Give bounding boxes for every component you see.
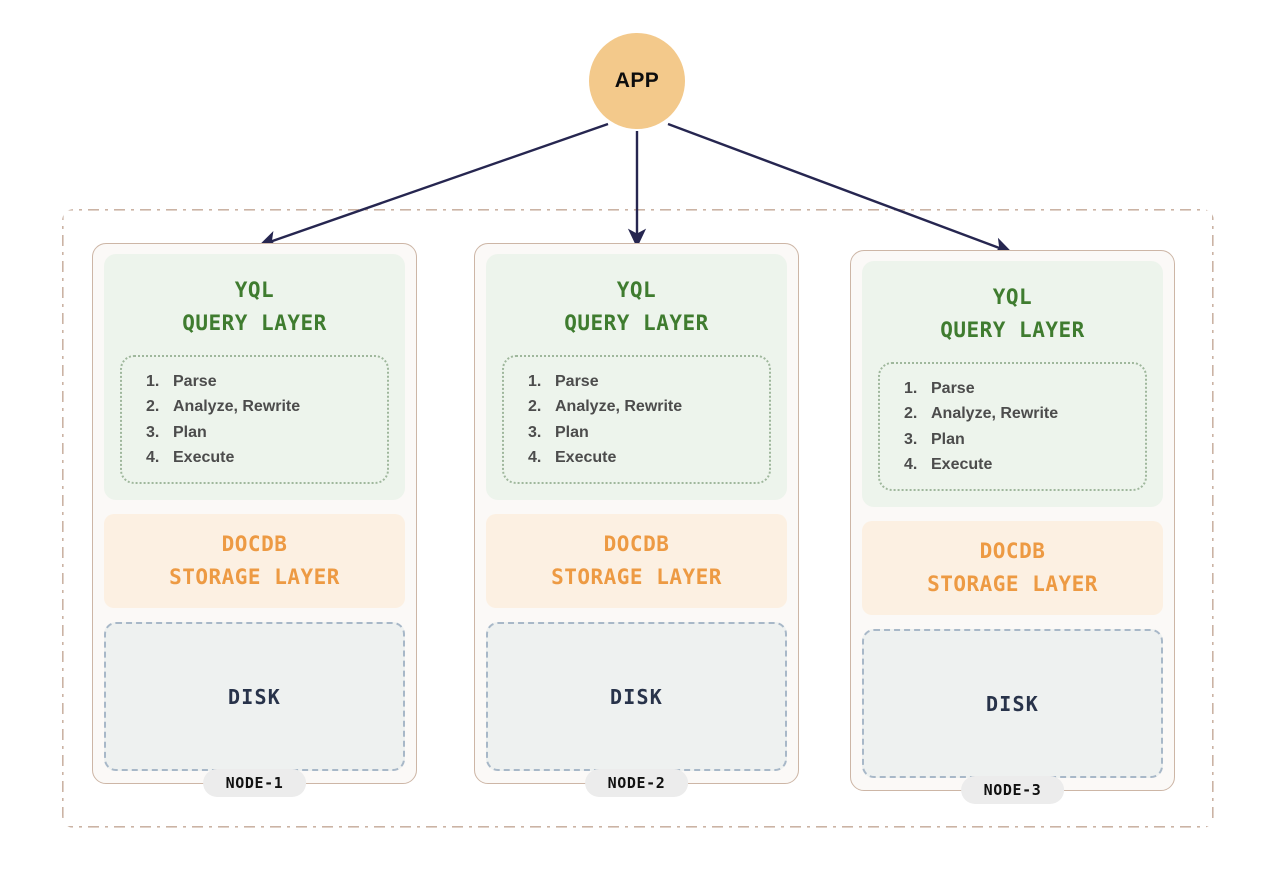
node-badge-3: NODE-3 <box>960 776 1065 804</box>
disk-label-3: DISK <box>986 691 1039 716</box>
yql-title-3: YQL QUERY LAYER <box>940 281 1085 346</box>
yql-title-1: YQL QUERY LAYER <box>182 274 327 339</box>
step-number: 1. <box>528 373 542 391</box>
docdb-storage-layer-panel-1: DOCDB STORAGE LAYER <box>104 514 405 609</box>
step-label: Execute <box>173 448 235 466</box>
yql-step-item: 4. Execute <box>904 452 1135 477</box>
step-label: Parse <box>931 380 975 398</box>
yql-query-layer-panel-3: YQL QUERY LAYER 1. Parse 2. Analyze, Rewrit… <box>862 261 1163 508</box>
yql-step-item: 2. Analyze, Rewrite <box>146 394 377 419</box>
step-label: Analyze, Rewrite <box>555 398 683 416</box>
step-number: 3. <box>904 430 918 448</box>
docdb-line1-1: DOCDB <box>221 532 288 557</box>
disk-panel-2: DISK <box>486 622 787 771</box>
yql-line2-2: QUERY LAYER <box>564 310 709 335</box>
step-number: 4. <box>904 455 918 473</box>
node-badge-1: NODE-1 <box>202 769 307 797</box>
disk-panel-1: DISK <box>104 622 405 771</box>
yql-step-item: 4. Execute <box>528 445 759 470</box>
docdb-title-3: DOCDB STORAGE LAYER <box>927 535 1098 600</box>
step-number: 1. <box>146 373 160 391</box>
step-number: 4. <box>528 448 542 466</box>
disk-label-1: DISK <box>228 684 281 709</box>
yql-steps-box-1: 1. Parse 2. Analyze, Rewrite 3. Plan 4. Exec… <box>120 355 389 485</box>
docdb-title-2: DOCDB STORAGE LAYER <box>551 528 722 593</box>
yql-step-item: 3. Plan <box>146 420 377 445</box>
step-label: Plan <box>173 423 207 441</box>
step-number: 2. <box>146 398 160 416</box>
yql-steps-box-3: 1. Parse 2. Analyze, Rewrite 3. Plan 4. Exec… <box>878 362 1147 492</box>
step-number: 3. <box>528 423 542 441</box>
cluster-node-2[interactable]: YQL QUERY LAYER 1. Parse 2. Analyze, Rewrit… <box>474 243 799 797</box>
step-label: Analyze, Rewrite <box>931 405 1059 423</box>
docdb-storage-layer-panel-3: DOCDB STORAGE LAYER <box>862 521 1163 616</box>
yql-title-2: YQL QUERY LAYER <box>564 274 709 339</box>
yql-step-item: 3. Plan <box>528 420 759 445</box>
yql-line2-3: QUERY LAYER <box>940 317 1085 342</box>
yql-query-layer-panel-1: YQL QUERY LAYER 1. Parse 2. Analyze, Rewrit… <box>104 254 405 501</box>
docdb-storage-layer-panel-2: DOCDB STORAGE LAYER <box>486 514 787 609</box>
yql-steps-list-1: 1. Parse 2. Analyze, Rewrite 3. Plan 4. Exec… <box>132 369 377 470</box>
app-label: APP <box>614 69 660 92</box>
step-number: 1. <box>904 380 918 398</box>
step-label: Analyze, Rewrite <box>173 398 301 416</box>
step-number: 3. <box>146 423 160 441</box>
docdb-title-1: DOCDB STORAGE LAYER <box>169 528 340 593</box>
cluster-node-3[interactable]: YQL QUERY LAYER 1. Parse 2. Analyze, Rewrit… <box>850 250 1175 804</box>
yql-steps-list-3: 1. Parse 2. Analyze, Rewrite 3. Plan 4. Exec… <box>890 376 1135 477</box>
step-label: Execute <box>931 455 993 473</box>
yql-step-item: 1. Parse <box>146 369 377 394</box>
yql-steps-box-2: 1. Parse 2. Analyze, Rewrite 3. Plan 4. Exec… <box>502 355 771 485</box>
step-label: Parse <box>173 373 217 391</box>
yql-step-item: 1. Parse <box>904 376 1135 401</box>
step-label: Parse <box>555 373 599 391</box>
step-label: Plan <box>555 423 589 441</box>
docdb-line1-3: DOCDB <box>979 539 1046 564</box>
docdb-line2-3: STORAGE LAYER <box>927 571 1098 596</box>
yql-query-layer-panel-2: YQL QUERY LAYER 1. Parse 2. Analyze, Rewrit… <box>486 254 787 501</box>
node-badge-2: NODE-2 <box>584 769 689 797</box>
yql-line1-1: YQL <box>234 278 275 302</box>
step-label: Plan <box>931 430 965 448</box>
disk-label-2: DISK <box>610 684 663 709</box>
step-number: 4. <box>146 448 160 466</box>
cluster-node-1[interactable]: YQL QUERY LAYER 1. Parse 2. Analyze, Rewrit… <box>92 243 417 797</box>
app-client-node[interactable]: APP <box>589 33 685 129</box>
docdb-line1-2: DOCDB <box>603 532 670 557</box>
yql-step-item: 2. Analyze, Rewrite <box>528 394 759 419</box>
yql-line2-1: QUERY LAYER <box>182 310 327 335</box>
disk-panel-3: DISK <box>862 629 1163 778</box>
yql-step-item: 3. Plan <box>904 427 1135 452</box>
step-label: Execute <box>555 448 617 466</box>
docdb-line2-1: STORAGE LAYER <box>169 564 340 589</box>
yql-line1-2: YQL <box>616 278 657 302</box>
yql-step-item: 4. Execute <box>146 445 377 470</box>
docdb-line2-2: STORAGE LAYER <box>551 564 722 589</box>
yql-line1-3: YQL <box>992 285 1033 309</box>
step-number: 2. <box>904 405 918 423</box>
yql-step-item: 1. Parse <box>528 369 759 394</box>
yql-step-item: 2. Analyze, Rewrite <box>904 401 1135 426</box>
yql-steps-list-2: 1. Parse 2. Analyze, Rewrite 3. Plan 4. Exec… <box>514 369 759 470</box>
step-number: 2. <box>528 398 542 416</box>
